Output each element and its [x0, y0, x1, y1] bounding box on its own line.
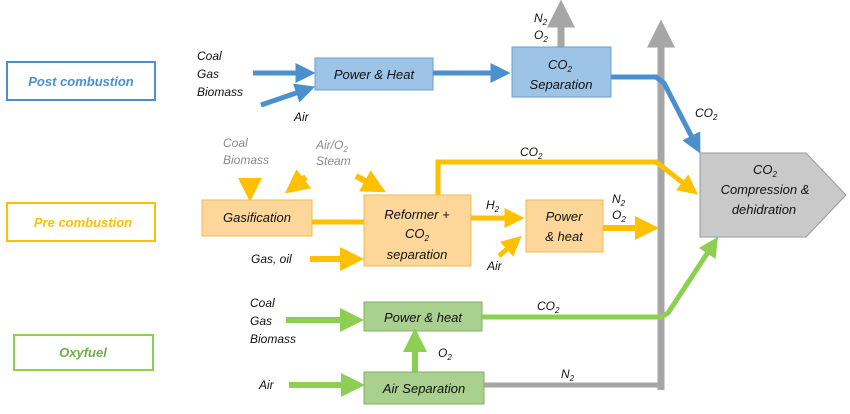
compression-line1: CO2 [753, 162, 778, 179]
pre-combustion-section: Pre combustion Coal Biomass Air/O2 Steam… [6, 136, 698, 273]
reformer-line3: separation [387, 247, 448, 262]
post-input-gas: Gas [197, 67, 219, 81]
air-separation-label: Air Separation [382, 381, 465, 396]
compression-section: CO2 Compression & dehidration [699, 152, 847, 238]
post-co2-sep-title: CO2 [548, 57, 573, 74]
oxy-power-heat-label: Power & heat [384, 310, 463, 325]
oxy-o2-label: O2 [438, 346, 452, 362]
pre-power-heat-box [525, 199, 604, 253]
oxy-input-biomass: Biomass [250, 332, 296, 346]
reformer-line1: Reformer + [384, 207, 450, 222]
pre-input-coal: Coal [223, 136, 248, 150]
pre-n2-label: N2 [612, 192, 626, 208]
oxyfuel-label-box [13, 334, 154, 371]
oxy-co2-label: CO2 [537, 299, 560, 315]
pre-power-heat-line1: Power [546, 209, 584, 224]
reformer-box [363, 194, 472, 267]
oxy-co2-to-compression-arrow [482, 236, 719, 320]
pre-combustion-label-box [6, 202, 156, 242]
gasification-label: Gasification [223, 210, 291, 225]
post-combustion-label-box [6, 61, 156, 101]
grey-flows [484, 0, 675, 390]
oxy-input-coal: Coal [250, 296, 275, 310]
oxy-power-heat-box [363, 301, 483, 332]
pre-air-label: Air [486, 259, 503, 273]
post-co2-separation-box [511, 46, 612, 98]
pre-o2-label: O2 [612, 208, 626, 224]
pre-input-biomass: Biomass [223, 153, 269, 167]
post-o2-label: O2 [534, 28, 548, 44]
pre-power-heat-line2: & heat [545, 229, 584, 244]
pre-combustion-label: Pre combustion [34, 215, 132, 230]
pre-co2-label: CO2 [520, 145, 543, 161]
post-power-heat-label: Power & Heat [334, 67, 416, 82]
pre-air-to-gasifier-arrow [284, 169, 312, 194]
post-input-coal: Coal [197, 49, 222, 63]
reformer-line2: CO2 [405, 226, 430, 243]
post-n2-label: N2 [534, 11, 548, 27]
pre-air-o2-label: Air/O2 [315, 138, 348, 154]
oxy-input-gas: Gas [250, 314, 272, 328]
post-co2-to-compression-arrow [611, 74, 701, 154]
post-power-heat-box [314, 57, 434, 91]
compression-line3: dehidration [732, 202, 796, 217]
pre-co2-to-compression-arrow [435, 159, 698, 195]
compression-line2: Compression & [721, 182, 810, 197]
post-co2-out-label: CO2 [695, 106, 718, 122]
oxy-n2-label: N2 [561, 367, 575, 383]
pre-h2-label: H2 [486, 198, 500, 214]
compression-arrow-box [699, 152, 847, 238]
air-separation-box [363, 371, 485, 405]
oxy-air-label: Air [258, 378, 275, 392]
pre-gas-oil-label: Gas, oil [251, 252, 292, 266]
oxyfuel-section: Oxyfuel Coal Gas Biomass Power & heat CO… [13, 236, 719, 405]
gasification-box [201, 199, 313, 237]
pre-steam-to-reformer-arrow [354, 170, 386, 193]
post-co2-sep-subtitle: Separation [530, 77, 593, 92]
post-combustion-label: Post combustion [28, 74, 134, 89]
post-air-label: Air [293, 110, 310, 124]
post-combustion-section: Post combustion Coal Gas Biomass Air Pow… [6, 11, 718, 154]
post-input-biomass: Biomass [197, 85, 243, 99]
oxyfuel-label: Oxyfuel [59, 345, 107, 360]
pre-steam-label: Steam [316, 154, 351, 168]
pre-air-to-power-arrow [497, 236, 522, 258]
post-air-arrow [260, 83, 316, 108]
